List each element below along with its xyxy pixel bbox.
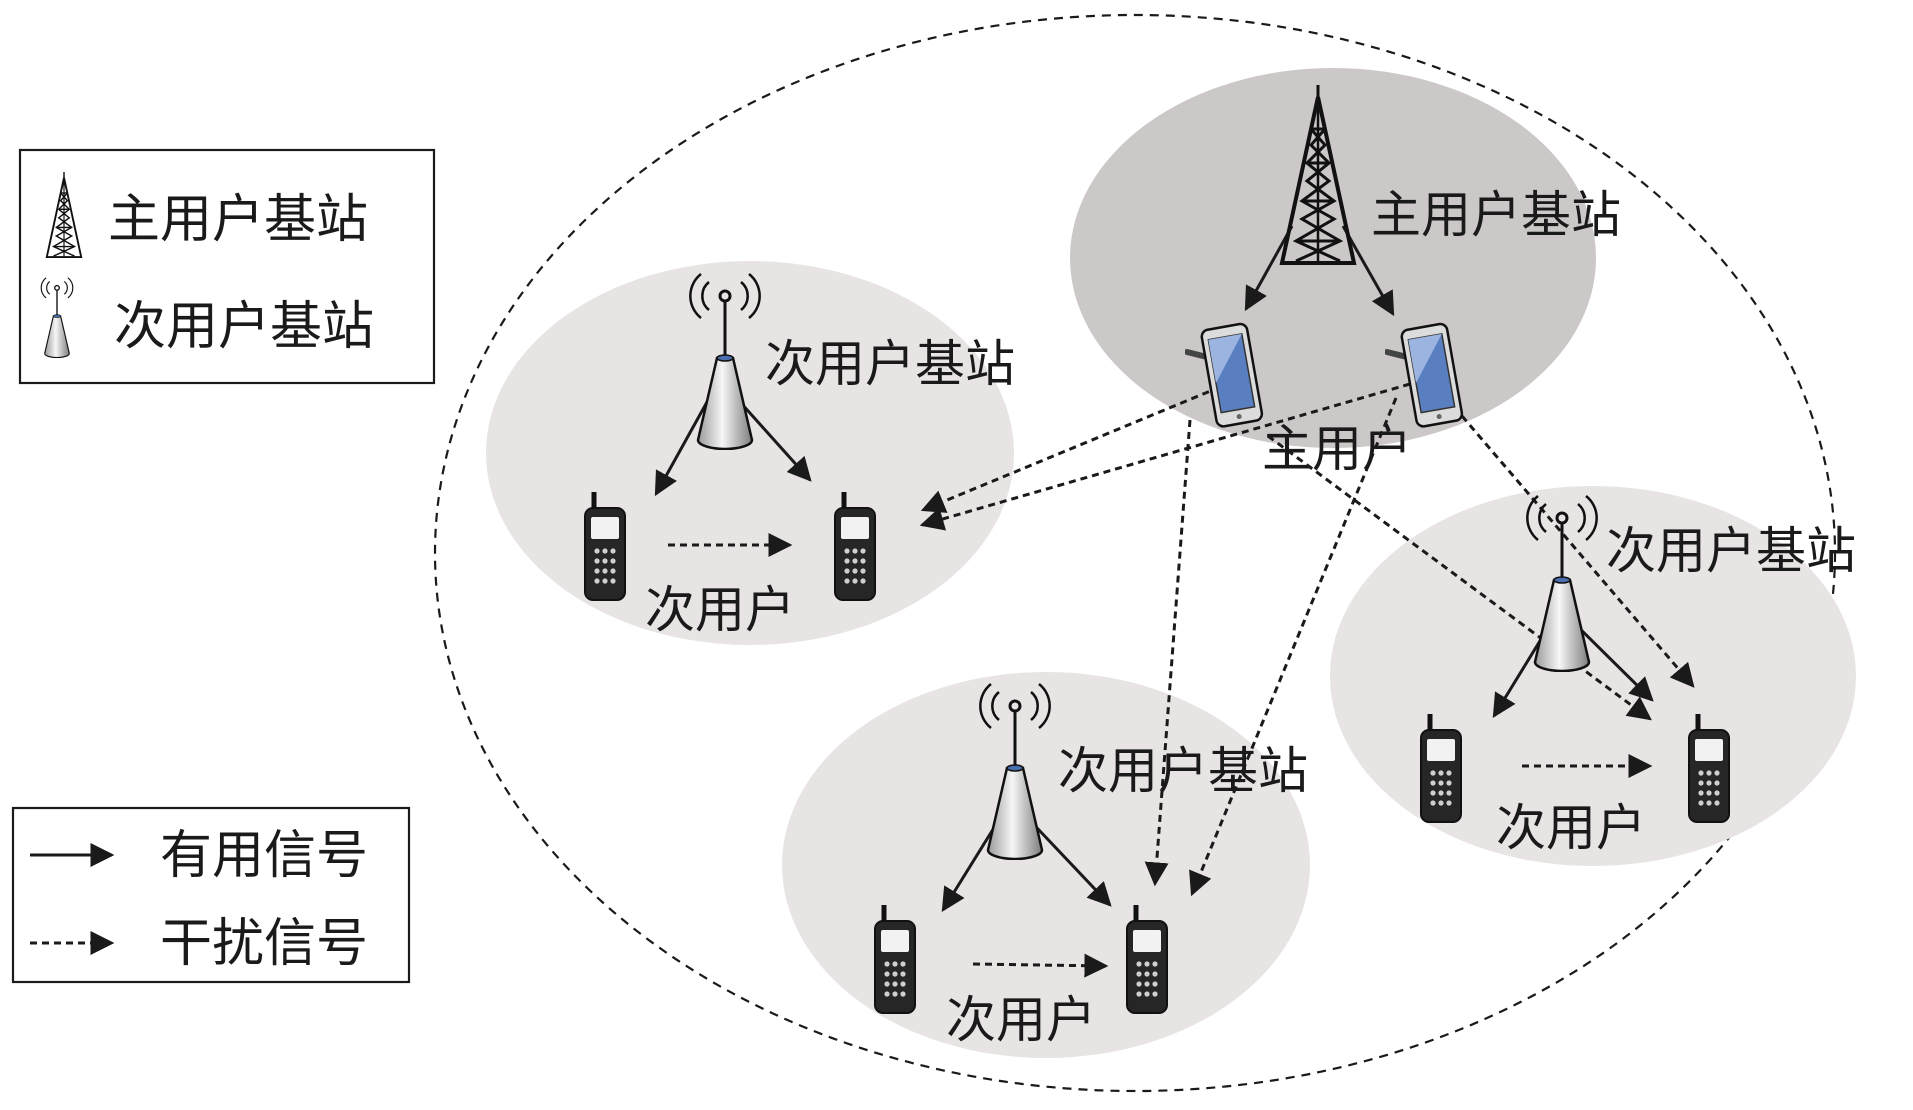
useful-arrow	[654, 392, 714, 497]
legend-signals: 有用信号 干扰信号	[11, 806, 411, 984]
cell-bottom-bs-label: 次用户基站	[1058, 742, 1308, 800]
useful-arrow	[1244, 225, 1294, 312]
primary-users-label: 主用户	[1262, 420, 1412, 478]
useful-arrow	[1341, 225, 1395, 317]
cell-left-users-label: 次用户	[645, 581, 795, 639]
secondary-user-phone-icon	[835, 492, 875, 600]
legend-primary-bs-label: 主用户基站	[108, 190, 368, 250]
cell-bottom-users-label: 次用户	[946, 991, 1096, 1049]
legend-nodes: 主用户基站 次用户基站	[18, 148, 436, 385]
coverage-boundary	[433, 13, 1837, 1093]
secondary-user-phone-icon	[585, 492, 625, 600]
secondary-user-phone-icon	[1689, 714, 1729, 822]
secondary-user-phone-icon	[1421, 714, 1461, 822]
interference-arrow	[920, 385, 1221, 513]
interference-arrow	[1267, 434, 1652, 721]
legend-nodes-box	[18, 148, 436, 385]
cell-right-bs-label: 次用户基站	[1606, 522, 1856, 580]
legend-interference-label: 干扰信号	[160, 914, 368, 974]
secondary-user-phone-icon	[1127, 905, 1167, 1013]
interference-arrow	[919, 382, 1411, 531]
interference-signals	[668, 382, 1695, 978]
interference-arrow	[1189, 397, 1398, 897]
interference-arrow	[1144, 419, 1192, 887]
interference-arrow	[972, 953, 1109, 978]
legend-signals-box	[11, 806, 411, 984]
cell-left-bs-label: 次用户基站	[765, 335, 1015, 393]
secondary-user-phone-icon	[875, 905, 915, 1013]
legend-secondary-bs-label: 次用户基站	[114, 297, 374, 357]
primary-bs-label: 主用户基站	[1371, 186, 1621, 244]
legend-useful-label: 有用信号	[160, 826, 368, 886]
cell-right-users-label: 次用户	[1496, 799, 1646, 857]
